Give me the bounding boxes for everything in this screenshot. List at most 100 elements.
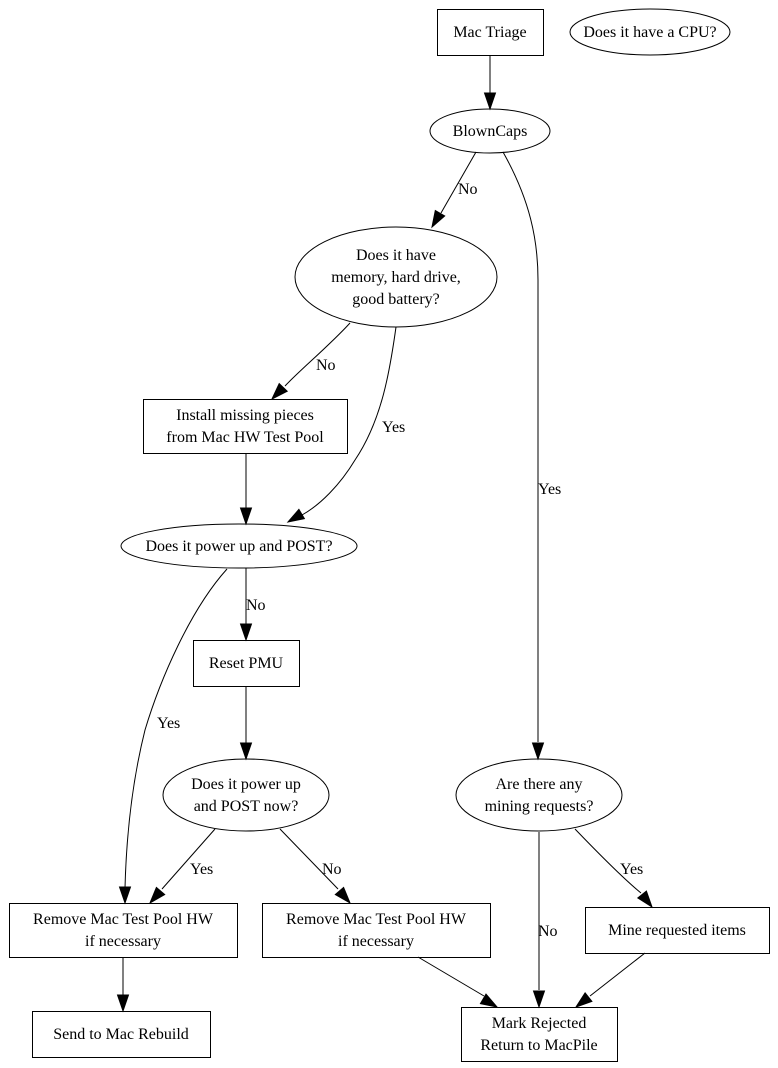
node-label: and POST now?	[194, 798, 299, 815]
arrowhead-icon	[532, 990, 546, 1009]
arrowhead-icon	[574, 991, 593, 1008]
node-box	[9, 903, 238, 958]
node-label: Are there any	[495, 776, 582, 793]
node-label: Remove Mac Test Pool HW	[286, 911, 467, 928]
edge-label-no: No	[538, 923, 558, 940]
edge-mining-requests-to-mark-rejected	[532, 832, 546, 1009]
edge-line	[279, 828, 339, 890]
arrowhead-icon	[148, 886, 166, 905]
node-ellipse	[120, 523, 358, 569]
edge-mine-items-to-mark-rejected	[574, 952, 646, 1008]
node-label: mining requests?	[485, 798, 594, 815]
node-label: Return to MacPile	[480, 1037, 597, 1054]
node-mining-requests: Are there any mining requests?	[455, 758, 623, 832]
arrowhead-icon	[239, 507, 253, 526]
arrowhead-icon	[636, 890, 653, 909]
node-ellipse	[294, 226, 498, 328]
arrowhead-icon	[239, 742, 253, 761]
edge-line	[284, 322, 351, 387]
node-has-cpu: Does it have a CPU?	[569, 8, 731, 56]
node-box	[193, 640, 300, 687]
node-ellipse	[569, 8, 731, 56]
node-has-parts: Does it have memory, hard drive, good batt…	[294, 226, 498, 328]
node-remove-hw-no: Remove Mac Test Pool HW if necessary	[262, 903, 491, 958]
node-label: Mark Rejected	[492, 1015, 587, 1032]
arrowhead-icon	[483, 92, 497, 111]
edge-mining-requests-to-mine-items	[574, 828, 653, 909]
edge-power-post-to-remove-hw-yes	[118, 568, 228, 905]
edge-label-no: No	[322, 861, 342, 878]
node-label: memory, hard drive,	[331, 269, 461, 286]
edge-line	[574, 828, 642, 894]
node-label: Mac Triage	[453, 24, 526, 41]
edge-remove-hw-no-to-mark-rejected	[417, 956, 499, 1008]
node-label: good battery?	[352, 291, 440, 308]
node-label: Install missing pieces	[176, 407, 314, 424]
node-label: Remove Mac Test Pool HW	[33, 911, 214, 928]
node-label: Does it power up	[191, 776, 301, 793]
edge-mac-triage-to-blown-caps	[483, 55, 497, 111]
arrowhead-icon	[116, 994, 130, 1013]
node-blown-caps: BlownCaps	[429, 108, 551, 154]
arrowhead-icon	[334, 886, 352, 905]
node-label: Does it have	[356, 247, 436, 264]
edge-has-parts-to-power-post	[286, 326, 397, 523]
edge-label-yes: Yes	[157, 715, 180, 732]
edges-layer	[116, 55, 653, 1013]
edge-blown-caps-to-has-parts	[431, 151, 477, 229]
node-ellipse	[162, 758, 330, 832]
node-ellipse	[455, 758, 623, 832]
edge-install-missing-to-power-post	[239, 453, 253, 526]
node-power-post-now: Does it power up and POST now?	[162, 758, 330, 832]
edge-power-post-now-to-remove-hw-no	[279, 828, 352, 905]
edge-line	[124, 568, 228, 889]
arrowhead-icon	[239, 623, 253, 642]
node-reset-pmu: Reset PMU	[193, 640, 300, 687]
node-label: if necessary	[338, 933, 414, 950]
arrowhead-icon	[270, 382, 289, 401]
edge-label-no: No	[458, 181, 478, 198]
edge-blown-caps-to-mining-requests	[502, 151, 545, 761]
node-label: Does it power up and POST?	[145, 538, 332, 555]
node-label: BlownCaps	[453, 123, 528, 140]
edge-has-parts-to-install-missing	[270, 322, 351, 401]
nodes-layer: Mac Triage Does it have a CPU? BlownCapsDo…	[9, 8, 770, 1062]
edge-label-no: No	[316, 357, 336, 374]
node-label: Does it have a CPU?	[583, 24, 716, 41]
node-label: if necessary	[85, 933, 161, 950]
edge-line	[589, 952, 646, 997]
edge-line	[161, 828, 216, 890]
node-label: from Mac HW Test Pool	[166, 429, 324, 446]
edge-line	[502, 151, 539, 742]
edge-line	[417, 956, 485, 997]
arrowhead-icon	[531, 742, 545, 761]
node-box	[32, 1011, 211, 1058]
node-remove-hw-yes: Remove Mac Test Pool HW if necessary	[9, 903, 238, 958]
node-install-missing: Install missing pieces from Mac HW Test P…	[143, 399, 348, 454]
node-label: Send to Mac Rebuild	[53, 1026, 189, 1043]
arrowhead-icon	[118, 886, 132, 905]
arrowhead-icon	[286, 508, 306, 523]
arrowhead-icon	[479, 993, 499, 1008]
edge-label-no: No	[246, 597, 266, 614]
edge-power-post-to-reset-pmu	[239, 568, 253, 642]
node-mine-items: Mine requested items	[585, 907, 770, 954]
node-box	[585, 907, 770, 954]
arrowhead-icon	[431, 209, 446, 229]
edge-line	[440, 151, 477, 214]
edge-label-yes: Yes	[190, 861, 213, 878]
node-label: Reset PMU	[209, 655, 284, 672]
edge-label-yes: Yes	[620, 861, 643, 878]
edge-label-yes: Yes	[382, 419, 405, 436]
edge-label-yes: Yes	[538, 481, 561, 498]
node-ellipse	[429, 108, 551, 154]
edge-power-post-now-to-remove-hw-yes	[148, 828, 216, 905]
edge-reset-pmu-to-power-post-now	[239, 686, 253, 761]
edge-remove-hw-yes-to-send-rebuild	[116, 957, 130, 1013]
node-box	[461, 1007, 618, 1062]
node-send-rebuild: Send to Mac Rebuild	[32, 1011, 211, 1058]
